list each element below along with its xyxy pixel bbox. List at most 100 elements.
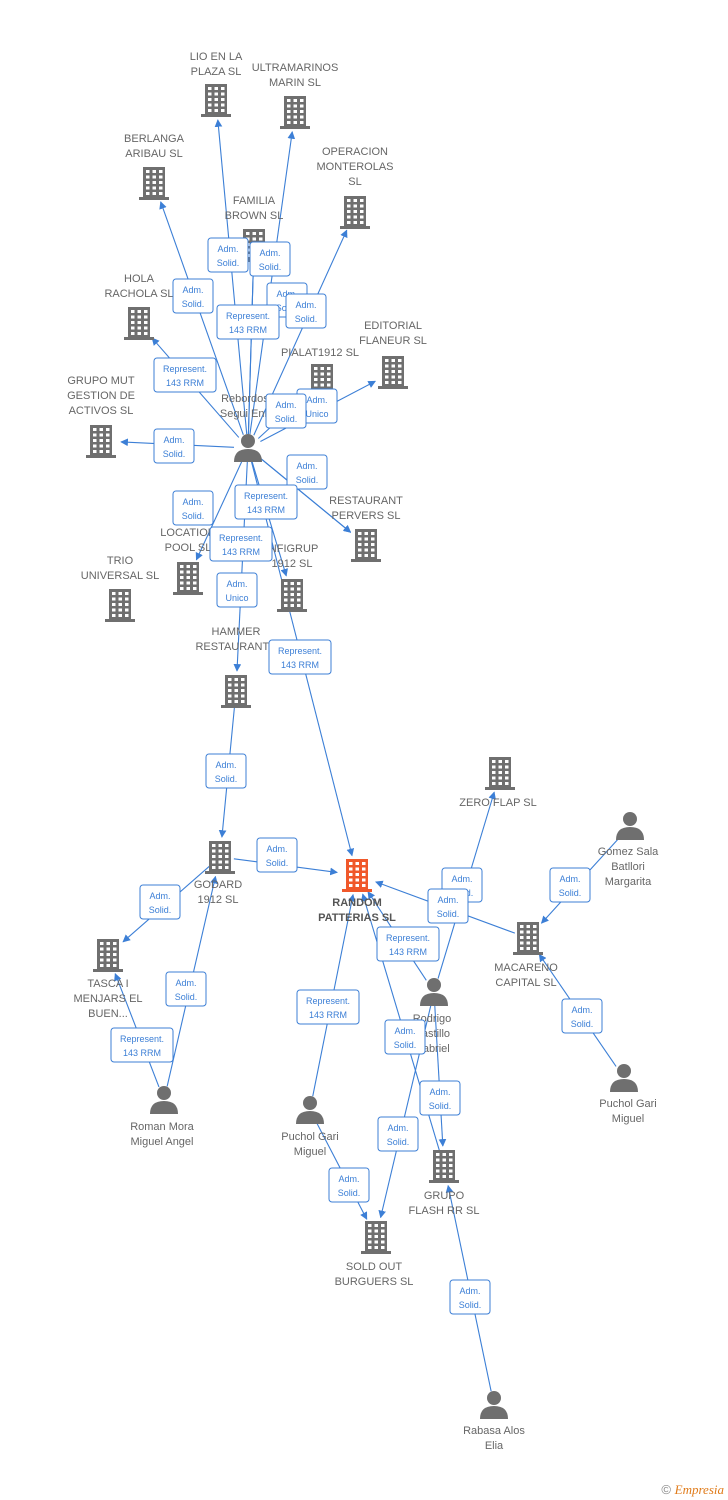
edge-label[interactable]: Adm.Solid. (285, 293, 327, 329)
node-label: Rebordosa (221, 393, 276, 405)
edge-label-text: Represent. (306, 996, 350, 1006)
edge-label-text: Adm. (175, 978, 196, 988)
edge-label[interactable]: Represent.143 RRM (216, 304, 280, 340)
edge-label-box (265, 393, 307, 429)
edge-label[interactable]: Adm.Solid. (153, 428, 195, 464)
brand-logo[interactable]: Empresia (674, 1482, 724, 1497)
edge-label-text: Adm. (451, 874, 472, 884)
edge-label[interactable]: Represent.143 RRM (110, 1027, 174, 1063)
edge-label-box (110, 1027, 174, 1063)
copyright-symbol: © (661, 1482, 672, 1497)
edge-label-text: Adm. (429, 1087, 450, 1097)
node-label: MACARENO (494, 962, 558, 974)
edge-label-text: Represent. (278, 646, 322, 656)
edge-label-box (216, 304, 280, 340)
node-label: FLASH RR SL (409, 1205, 480, 1217)
node-label: EDITORIAL (364, 320, 422, 332)
building-icon (513, 922, 543, 955)
edge-label[interactable]: Adm.Solid. (419, 1080, 461, 1116)
node-label: Rabasa Alos (463, 1425, 525, 1437)
edge-label[interactable]: Adm.Solid. (139, 884, 181, 920)
node-label: OPERACION (322, 146, 388, 158)
edge-label[interactable]: Adm.Solid. (384, 1019, 426, 1055)
edge-label[interactable]: Adm.Solid. (427, 888, 469, 924)
edge-label[interactable]: Adm.Solid. (249, 241, 291, 277)
edge-label-text: Represent. (120, 1034, 164, 1044)
node-label: 1912 SL (272, 558, 313, 570)
edge-label[interactable]: Adm.Solid. (207, 237, 249, 273)
edge-label[interactable]: Represent.143 RRM (296, 989, 360, 1025)
edge-label-text: 143 RRM (229, 325, 267, 335)
edge-label[interactable]: Adm.Solid. (449, 1279, 491, 1315)
edge-label[interactable]: Represent.143 RRM (234, 484, 298, 520)
edge-label[interactable]: Represent.143 RRM (153, 357, 217, 393)
edge-label-text: Adm. (571, 1005, 592, 1015)
edge-label[interactable]: Adm.Solid. (328, 1167, 370, 1203)
building-icon (139, 167, 169, 200)
edge-label-text: Solid. (266, 858, 289, 868)
node-label: Elia (485, 1440, 504, 1452)
company-node-zeroflap[interactable]: ZERO FLAP SL (459, 757, 537, 809)
edge-label[interactable]: Represent.143 RRM (376, 926, 440, 962)
edge-label-text: Adm. (394, 1026, 415, 1036)
edge-label[interactable]: Adm.Solid. (286, 454, 328, 490)
edge-label-text: Represent. (219, 533, 263, 543)
edge-label[interactable]: Adm.Solid. (165, 971, 207, 1007)
node-label: RANDOM (332, 897, 382, 909)
company-node-random[interactable]: RANDOM PATTERIAS SL (318, 859, 396, 924)
edge-label-text: Adm. (296, 461, 317, 471)
edge-label-box (427, 888, 469, 924)
node-label: Segui Enric (220, 408, 277, 420)
edge-label[interactable]: Adm.Solid. (265, 393, 307, 429)
edge-label[interactable]: Adm.Solid. (172, 490, 214, 526)
building-icon (205, 841, 235, 874)
edge-label[interactable]: Represent.143 RRM (209, 526, 273, 562)
edge-label-box (286, 454, 328, 490)
node-label: RESTAURANT (329, 495, 403, 507)
edge-label-box (234, 484, 298, 520)
edge-label[interactable]: Adm.Solid. (549, 867, 591, 903)
node-label: RESTAURANTS (195, 641, 276, 653)
building-icon (378, 356, 408, 389)
edge-label[interactable]: Represent.143 RRM (268, 639, 332, 675)
edge-label-text: Solid. (182, 511, 205, 521)
company-node-grupoflash[interactable]: GRUPO FLASH RR SL (409, 1150, 480, 1217)
edge-label[interactable]: Adm.Solid. (205, 753, 247, 789)
edge-label-text: Adm. (226, 579, 247, 589)
node-label: PATTERIAS SL (318, 912, 396, 924)
node-label: GRUPO (424, 1190, 465, 1202)
edge-label-box (205, 753, 247, 789)
edge-label[interactable]: Adm.Solid. (377, 1116, 419, 1152)
edge-label-box (153, 428, 195, 464)
edge-label[interactable]: Adm.Solid. (256, 837, 298, 873)
edge-label-box (153, 357, 217, 393)
edge-label[interactable]: Adm.Unico (216, 572, 258, 608)
edge-label[interactable]: Adm.Solid. (561, 998, 603, 1034)
edge-label[interactable]: Adm.Unico (296, 388, 338, 424)
edge-rebordosa-familia (247, 264, 258, 435)
node-label: ACTIVOS SL (69, 405, 134, 417)
edge-label[interactable]: Adm.Solid. (172, 278, 214, 314)
